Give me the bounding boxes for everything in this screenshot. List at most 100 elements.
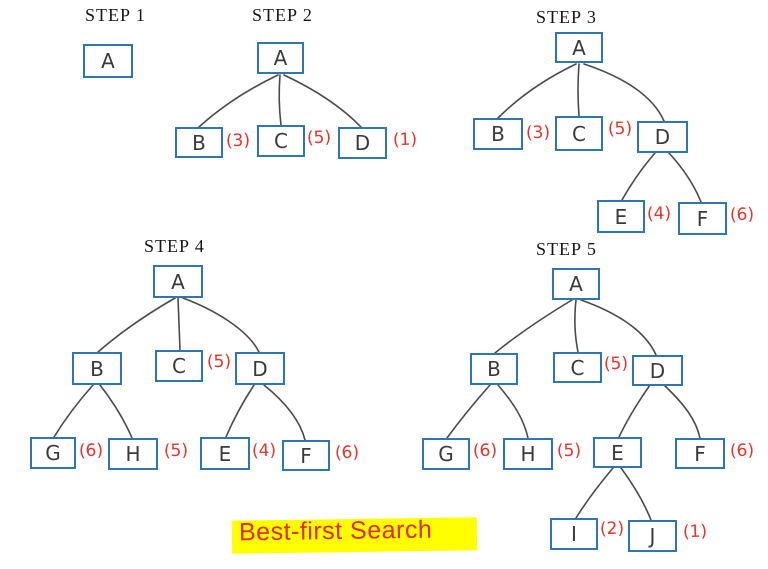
node-letter: D: [252, 356, 268, 381]
edge-step5-A-B: [494, 299, 573, 354]
edge-step4-B-H: [99, 384, 133, 439]
edge-step2-A-D: [283, 74, 362, 128]
edge-step5-A-C: [574, 299, 579, 353]
node-letter: F: [694, 441, 706, 466]
value-step5-I: (2): [599, 518, 625, 540]
node-step2-B: B: [175, 127, 223, 158]
node-letter: D: [354, 131, 371, 155]
step-label-5: STEP 5: [536, 239, 597, 259]
edge-step5-E-J: [620, 467, 652, 521]
node-step4-B: B: [72, 352, 122, 385]
node-step4-H: H: [108, 438, 158, 470]
caption-text: Best-first Search: [238, 515, 433, 547]
edge-step3-D-E: [621, 152, 656, 201]
node-letter: A: [273, 46, 288, 70]
node-letter: C: [570, 355, 585, 380]
node-step5-B: B: [470, 353, 518, 385]
node-step3-D: D: [637, 121, 688, 153]
value-step3-B: (3): [525, 122, 551, 144]
node-letter: A: [171, 269, 185, 294]
node-letter: C: [572, 121, 586, 146]
node-step3-F: F: [678, 202, 727, 235]
node-step5-F: F: [675, 438, 725, 469]
node-step5-E: E: [593, 437, 642, 468]
node-letter: H: [520, 442, 536, 466]
value-step3-F: (6): [729, 204, 755, 226]
node-step3-B: B: [473, 118, 523, 150]
caption: Best-first Search: [231, 513, 481, 557]
node-letter: E: [614, 204, 628, 229]
node-step5-J: J: [628, 520, 677, 552]
node-letter: D: [654, 125, 671, 149]
value-step2-B: (3): [225, 130, 251, 152]
value-step4-F: (6): [334, 442, 360, 464]
value-step3-C: (5): [607, 118, 633, 140]
node-letter: C: [172, 354, 186, 378]
edge-step3-D-F: [668, 152, 702, 203]
node-letter: F: [696, 206, 709, 231]
edge-step5-A-D: [580, 299, 657, 356]
node-letter: C: [274, 129, 288, 153]
value-step5-J: (1): [682, 521, 708, 543]
node-step4-A: A: [153, 265, 203, 298]
edge-step3-A-D: [583, 63, 665, 122]
edge-step4-B-G: [53, 384, 94, 438]
node-step5-C: C: [553, 352, 602, 383]
node-step5-A: A: [552, 268, 600, 300]
edge-step5-B-G: [446, 384, 491, 439]
node-step3-C: C: [555, 116, 603, 151]
node-letter: A: [572, 35, 586, 60]
node-step4-G: G: [30, 437, 76, 469]
node-step4-E: E: [200, 437, 250, 470]
edge-step2-A-B: [198, 74, 279, 128]
node-letter: I: [571, 522, 577, 546]
value-step5-H: (5): [556, 440, 582, 462]
node-step2-A: A: [257, 42, 304, 74]
edge-step5-B-H: [497, 384, 529, 439]
edge-step5-D-E: [618, 384, 651, 438]
node-step5-H: H: [503, 438, 553, 470]
value-step5-F: (6): [729, 440, 755, 462]
node-step5-I: I: [550, 518, 598, 550]
value-step2-D: (1): [392, 129, 418, 151]
node-letter: A: [569, 272, 583, 296]
node-letter: F: [300, 443, 312, 468]
node-step3-E: E: [597, 200, 645, 233]
node-letter: A: [101, 49, 115, 73]
edge-step5-D-F: [663, 384, 701, 439]
node-step4-D: D: [235, 352, 285, 385]
value-step2-C: (5): [306, 127, 332, 149]
edge-step4-A-C: [177, 297, 181, 351]
node-letter: E: [218, 441, 232, 466]
edge-step3-A-C: [577, 63, 580, 117]
node-step5-G: G: [422, 438, 470, 470]
value-step3-E: (4): [646, 203, 672, 225]
node-letter: E: [611, 440, 624, 465]
step-label-2: STEP 2: [252, 5, 313, 25]
step-label-4: STEP 4: [144, 236, 205, 256]
node-step1-A: A: [83, 44, 133, 78]
value-step5-G: (6): [472, 440, 498, 462]
node-letter: D: [649, 358, 666, 383]
node-step3-A: A: [555, 32, 603, 63]
edge-step4-D-F: [263, 384, 306, 441]
value-step4-H: (5): [163, 440, 189, 462]
node-letter: B: [90, 356, 104, 381]
edge-step3-A-B: [497, 63, 577, 119]
node-letter: B: [192, 130, 206, 155]
node-letter: H: [125, 442, 141, 466]
node-letter: B: [491, 122, 505, 146]
value-step5-C: (5): [603, 353, 629, 375]
node-letter: B: [487, 357, 501, 381]
node-letter: J: [649, 524, 656, 548]
edge-step2-A-C: [278, 74, 282, 126]
node-step2-D: D: [338, 127, 387, 159]
node-step5-D: D: [632, 355, 683, 386]
node-step4-F: F: [282, 440, 330, 471]
edge-step4-A-D: [182, 297, 260, 353]
edge-step5-E-I: [575, 467, 614, 519]
node-letter: G: [45, 441, 61, 465]
edge-step4-A-B: [97, 297, 176, 353]
node-step2-C: C: [257, 125, 305, 157]
